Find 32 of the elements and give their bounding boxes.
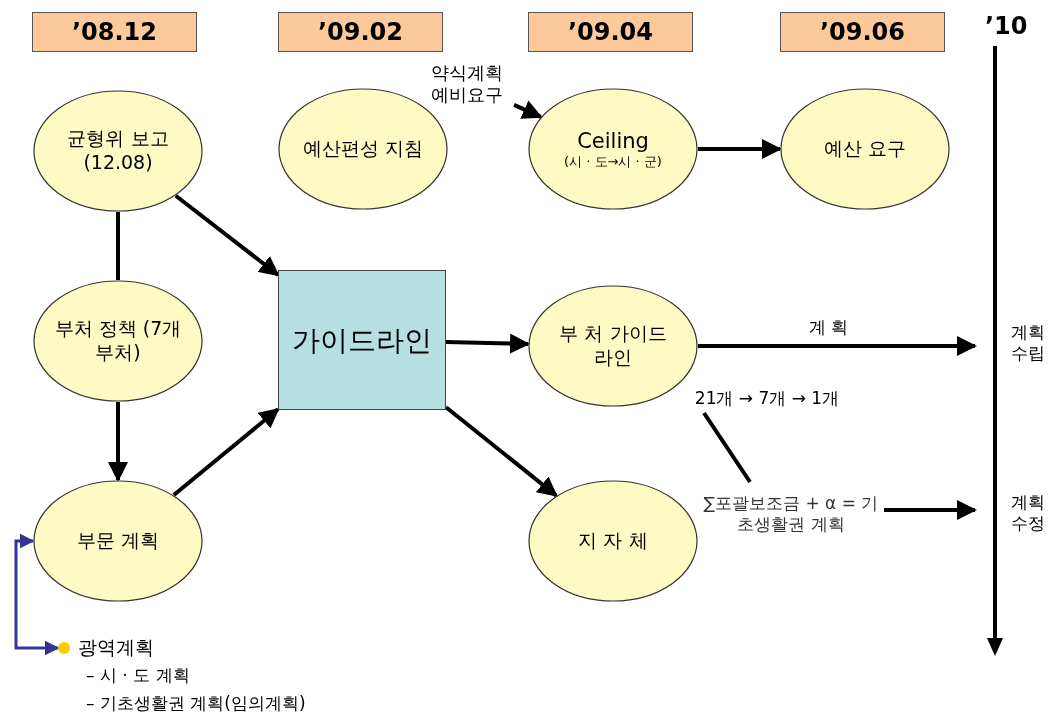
arrow [108,402,128,482]
list-item: – 시 · 도 계획 [86,664,190,687]
list-item: – 기초생활권 계획(임의계획) [86,692,306,715]
arrow [698,336,977,356]
note-text: ∑포괄보조금 + α = 기초생활권 계획 [702,492,880,536]
arrow [698,139,782,159]
arrow [172,407,280,497]
node-label: 예산편성 지침 [302,137,423,161]
arrow [444,405,558,498]
arrow [14,533,60,656]
node-label: 부처 정책 (7개 부처) [53,317,183,365]
node-label: Ceiling [577,127,649,154]
note-text: 광역계획 [78,636,154,660]
date-label: ’09.04 [568,17,653,47]
node-label: 가이드라인 [292,322,432,358]
node-label: 예산 요구 [823,137,906,161]
date-label: ’09.06 [820,17,905,47]
arrow [513,100,543,119]
date-label: ’10 [985,12,1028,40]
note-text: 21개 → 7개 → 1개 [694,388,840,410]
arrow [174,194,280,277]
node-label: 균형위 보고 (12.08) [66,127,170,175]
note-text: 약식계획 예비요구 [430,61,504,107]
note-text: 계획 수립 [1010,321,1046,365]
node-label: 부 처 가이드라인 [558,322,668,370]
node-label: 지 자 체 [578,529,648,553]
node-label: (시 · 도→시 · 군) [564,154,662,171]
date-label: ’09.02 [318,17,403,47]
note-text: 계획 수정 [1010,491,1046,535]
date-label: ’08.12 [72,17,157,47]
arrow [884,500,977,520]
node-label: 부문 계획 [76,529,159,553]
